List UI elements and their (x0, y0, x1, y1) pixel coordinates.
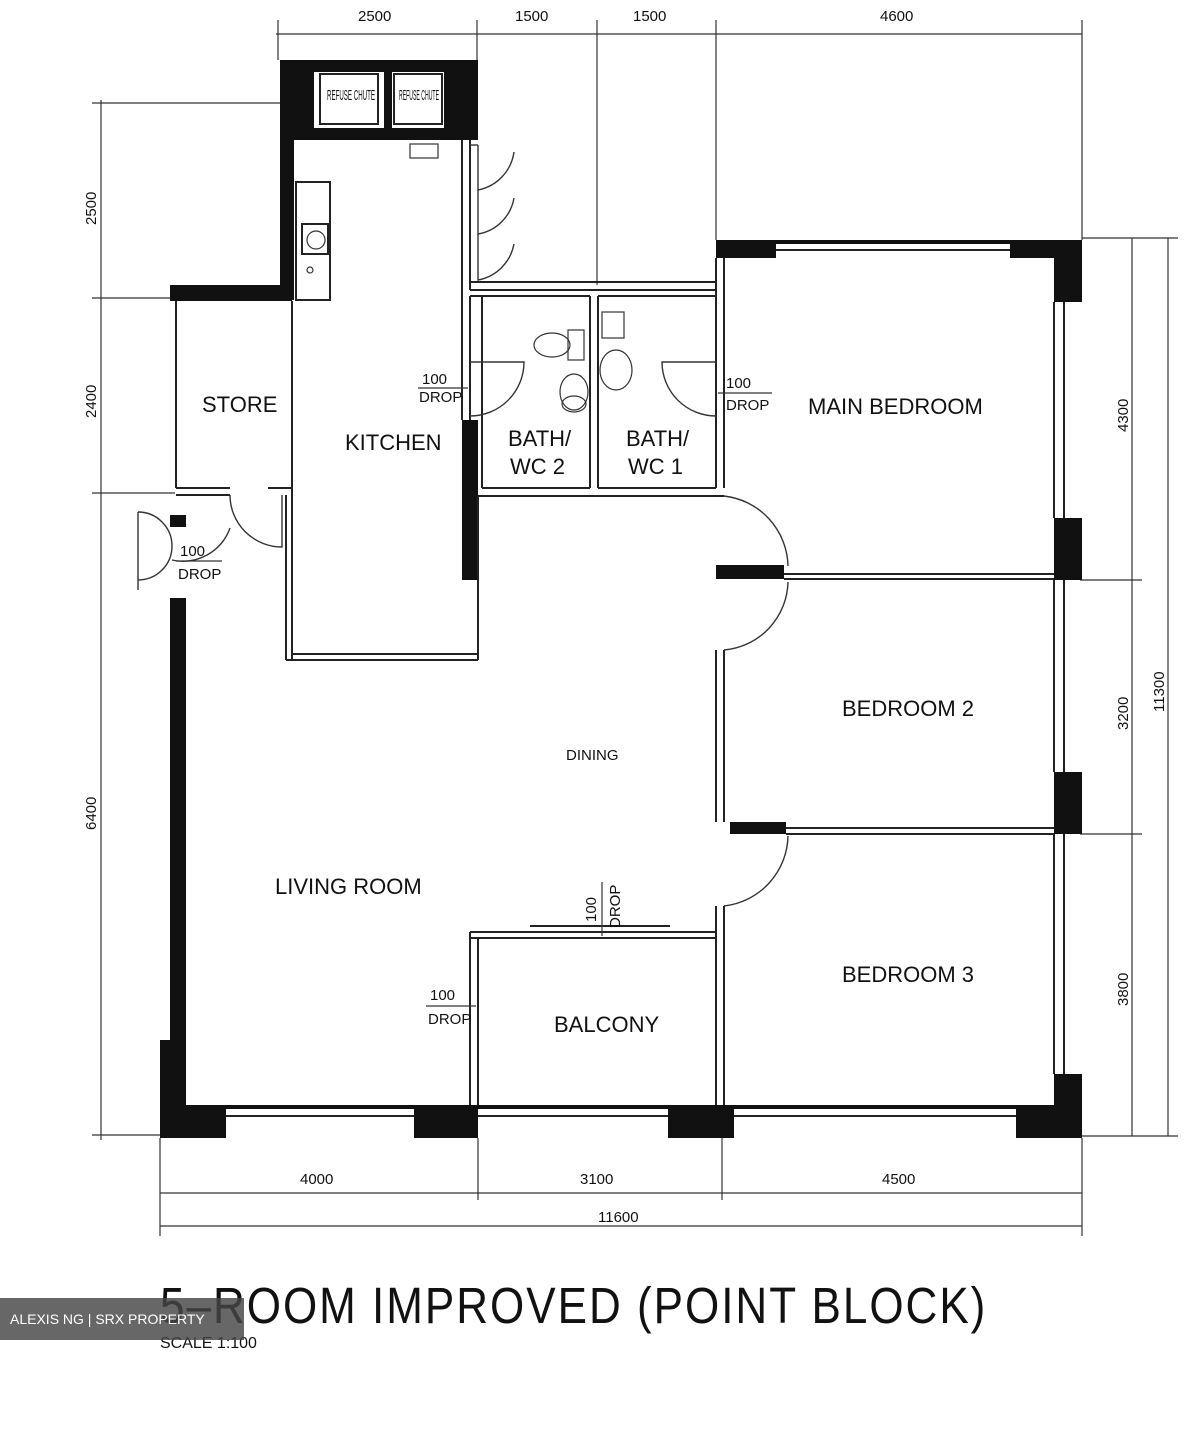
drop-entry-value: 100 (180, 543, 205, 560)
room-store: STORE (202, 392, 277, 417)
room-bath-wc1-line2: WC 1 (628, 454, 683, 479)
drop-balcony-top-value: 100 (583, 897, 600, 922)
room-bath-wc1-line1: BATH/ (626, 426, 690, 451)
dim-top-4: 4600 (880, 8, 913, 25)
room-bedroom-3: BEDROOM 3 (842, 962, 974, 987)
watermark: ALEXIS NG | SRX PROPERTY (0, 1298, 244, 1340)
dim-bottom-2: 3100 (580, 1171, 613, 1188)
dim-top-3: 1500 (633, 8, 666, 25)
room-balcony: BALCONY (554, 1012, 659, 1037)
dim-left-3: 6400 (83, 797, 100, 830)
dim-right-3: 3800 (1115, 973, 1132, 1006)
drop-bedroom-value: 100 (726, 375, 751, 392)
room-bath-wc2-line2: WC 2 (510, 454, 565, 479)
room-dining: DINING (566, 747, 619, 764)
dim-left-1: 2500 (83, 192, 100, 225)
dim-right-2: 3200 (1115, 697, 1132, 730)
drop-balcony-side-label: DROP (428, 1011, 471, 1028)
room-refuse-chute-2: REFUSE CHUTE (399, 87, 439, 104)
drop-balcony-side-value: 100 (430, 987, 455, 1004)
dimension-lines (92, 20, 1178, 1236)
dim-bottom-1: 4000 (300, 1171, 333, 1188)
dim-bottom-3: 4500 (882, 1171, 915, 1188)
dim-top-2: 1500 (515, 8, 548, 25)
walls (160, 60, 1082, 1138)
dim-left-2: 2400 (83, 385, 100, 418)
dim-bottom-total: 11600 (598, 1209, 639, 1226)
room-refuse-chute-1: REFUSE CHUTE (327, 87, 375, 104)
dim-top-1: 2500 (358, 8, 391, 25)
room-main-bedroom: MAIN BEDROOM (808, 394, 983, 419)
dim-right-1: 4300 (1115, 399, 1132, 432)
drop-entry-label: DROP (178, 566, 221, 583)
drop-balcony-top-label: DROP (607, 885, 624, 928)
room-bath-wc2-line1: BATH/ (508, 426, 572, 451)
room-bedroom-2: BEDROOM 2 (842, 696, 974, 721)
drop-kitchen-label: DROP (419, 389, 462, 406)
drop-bedroom-label: DROP (726, 397, 769, 414)
thin-walls (175, 73, 1065, 1117)
room-kitchen: KITCHEN (345, 430, 442, 455)
room-living-room: LIVING ROOM (275, 874, 422, 899)
plan-title: 5–ROOM IMPROVED (POINT BLOCK) (160, 1278, 988, 1335)
dim-right-total: 11300 (1151, 671, 1168, 712)
drop-kitchen-value: 100 (422, 371, 447, 388)
